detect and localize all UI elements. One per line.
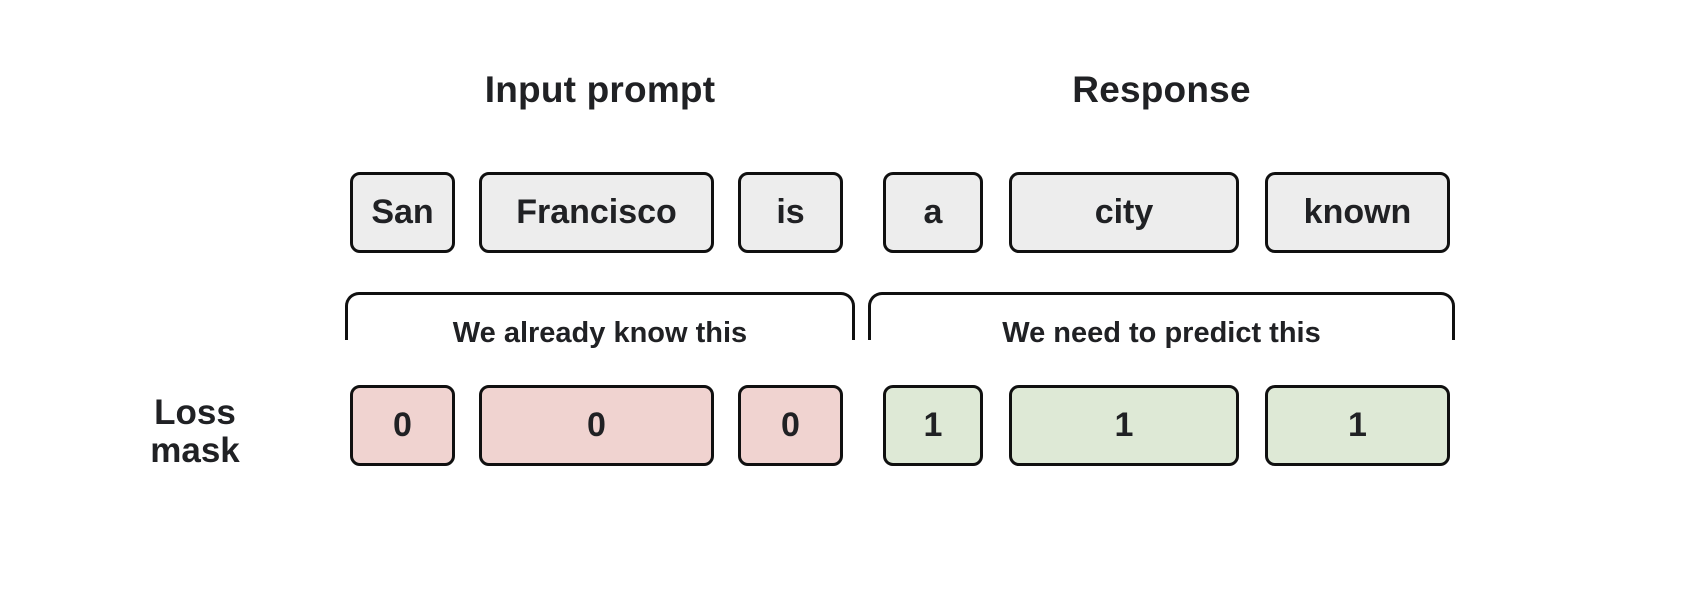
token-box-san: San xyxy=(350,172,455,253)
mask-box-is: 0 xyxy=(738,385,843,466)
response-title: Response xyxy=(1072,69,1251,110)
token-box-francisco: Francisco xyxy=(479,172,714,253)
token-box-a: a xyxy=(883,172,983,253)
token-box-is: is xyxy=(738,172,843,253)
token-box-known: known xyxy=(1265,172,1450,253)
response-bracket-icon: We need to predict this xyxy=(868,292,1455,349)
mask-box-a: 1 xyxy=(883,385,983,466)
mask-box-known: 1 xyxy=(1265,385,1450,466)
token-box-city: city xyxy=(1009,172,1239,253)
input-bracket-icon: We already know this xyxy=(345,292,855,349)
response-bracket-label: We need to predict this xyxy=(1002,317,1321,349)
loss-mask-row-label: Loss mask xyxy=(150,393,240,470)
input-bracket-label: We already know this xyxy=(452,317,748,349)
mask-box-san: 0 xyxy=(350,385,455,466)
input-prompt-title: Input prompt xyxy=(484,69,716,110)
mask-box-francisco: 0 xyxy=(479,385,714,466)
mask-box-city: 1 xyxy=(1009,385,1239,466)
